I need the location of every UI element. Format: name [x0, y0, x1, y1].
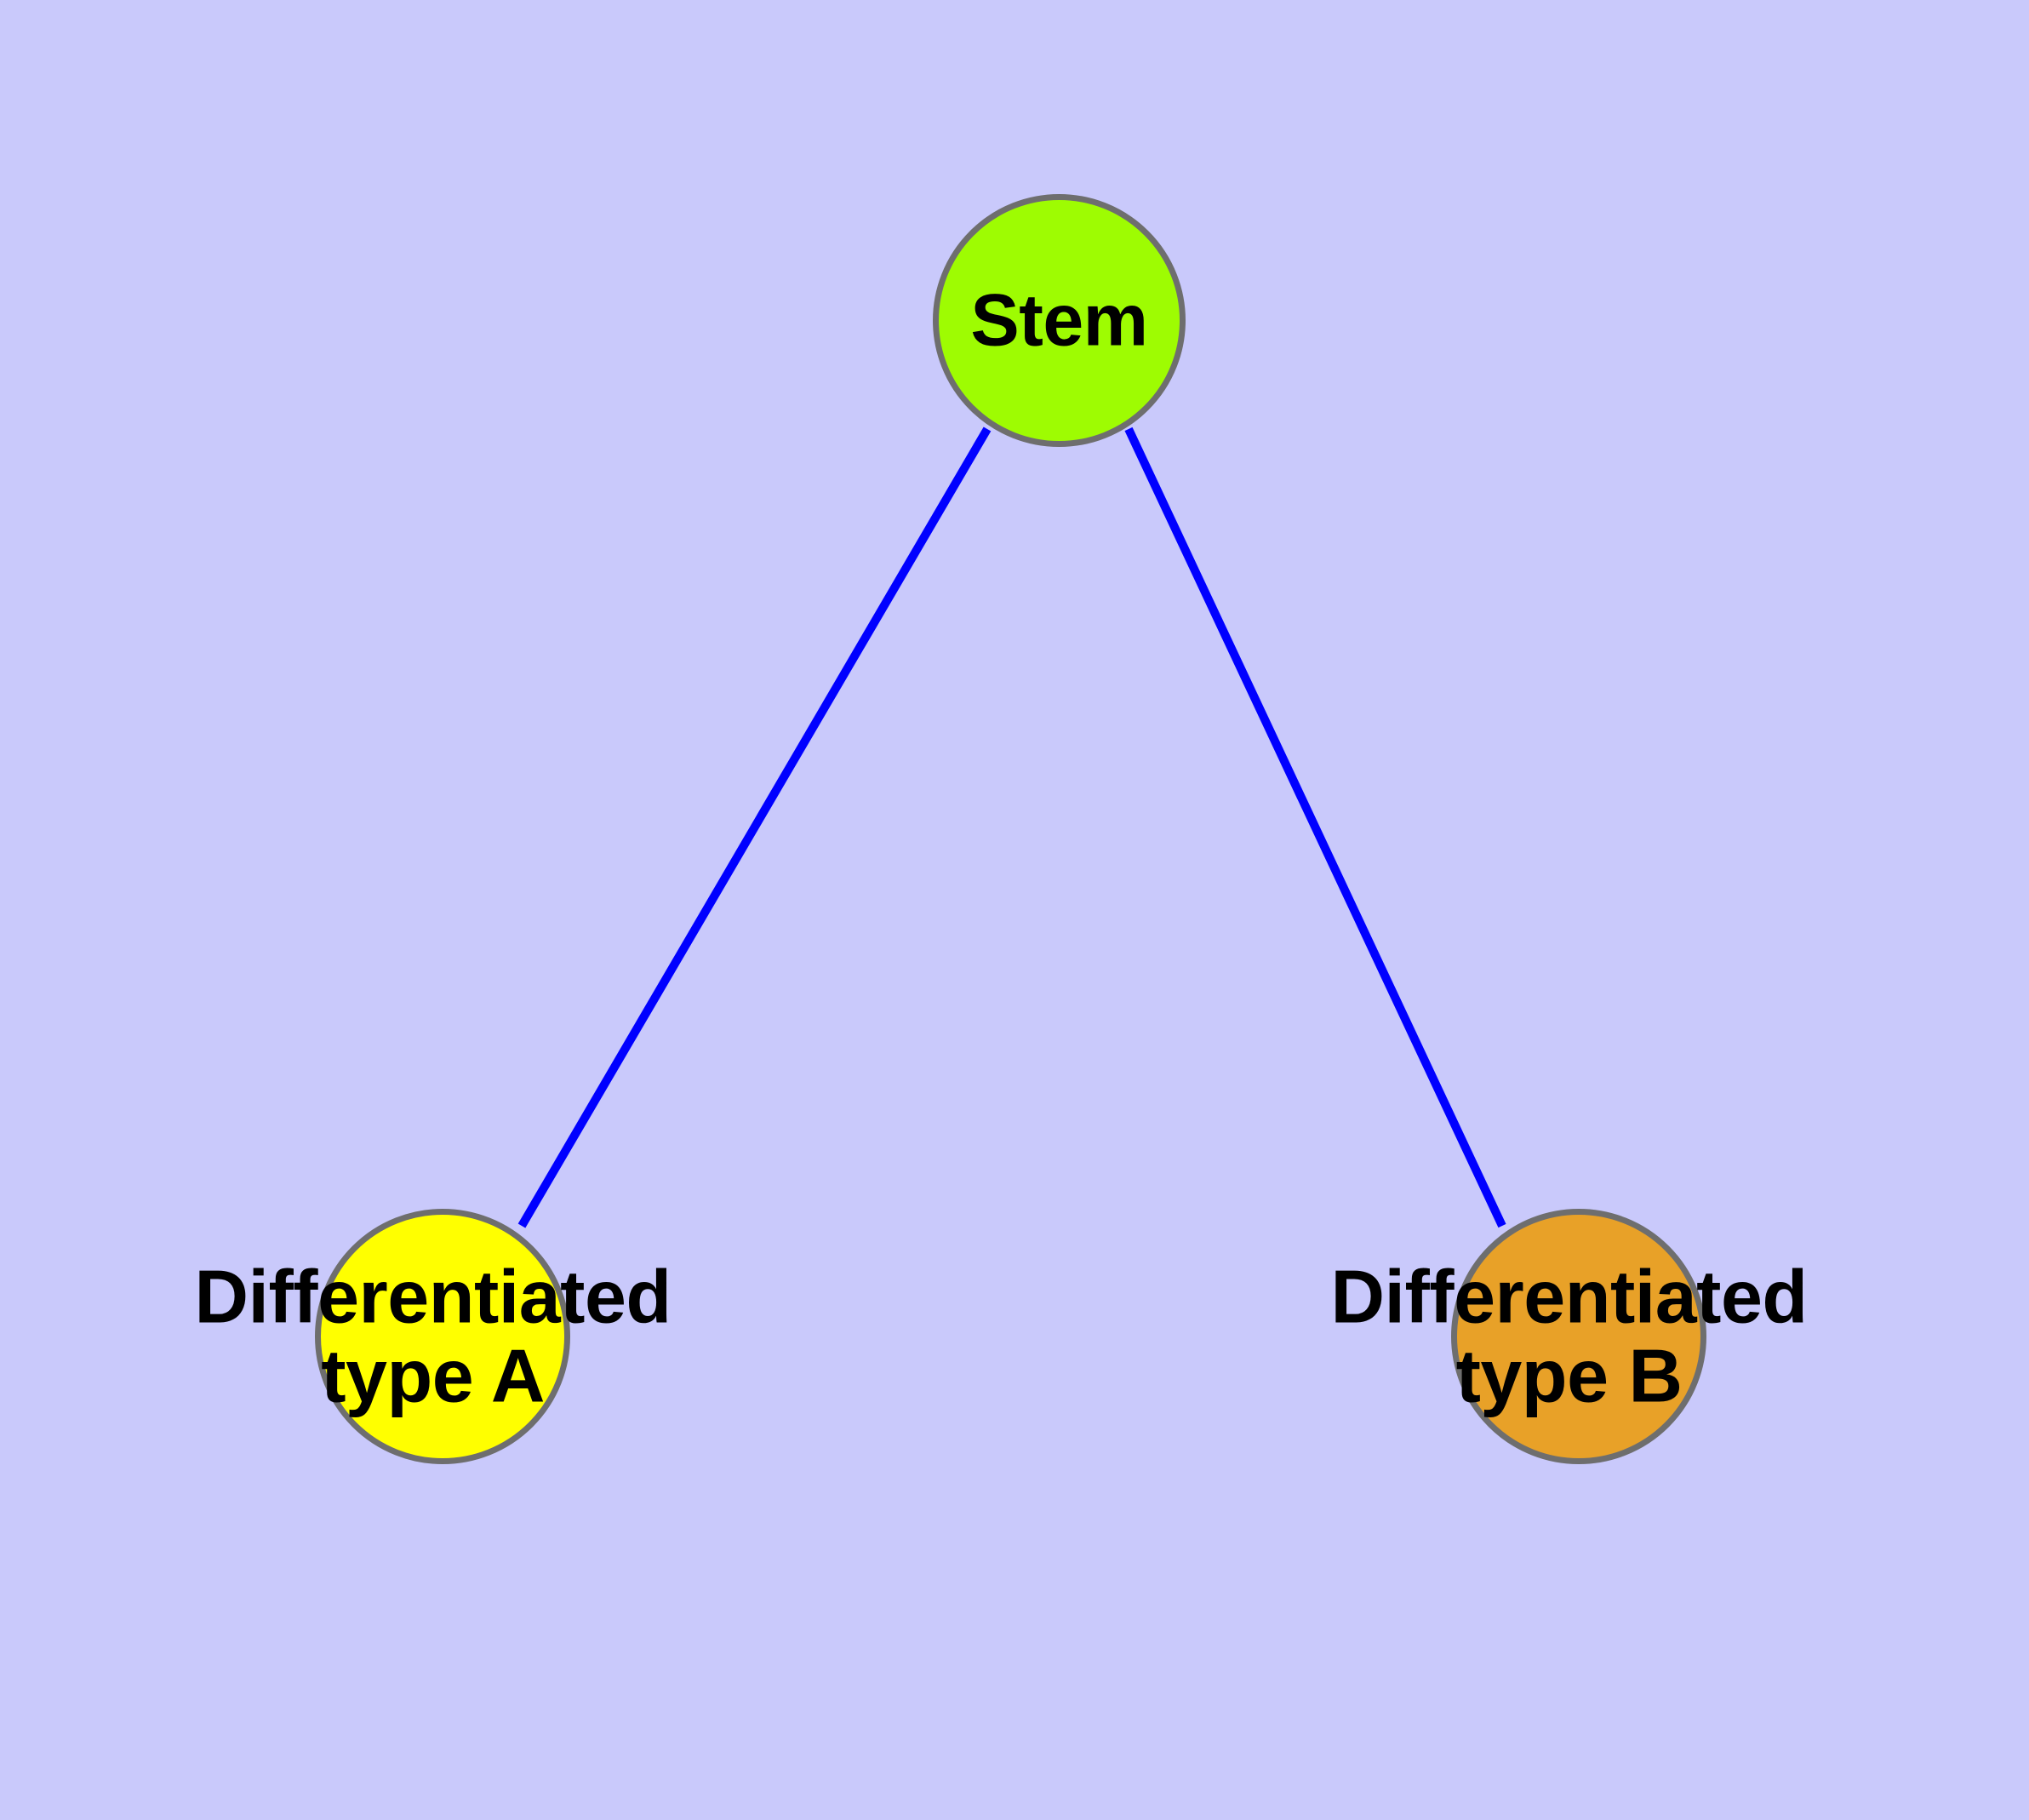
node-stem[interactable]: Stem — [933, 194, 1186, 447]
node-stem-label: Stem — [970, 278, 1148, 361]
node-differentiated-type-b-label-line-2: type B — [1455, 1334, 1683, 1418]
edge-stem-to-differentiated-type-b — [1124, 426, 1506, 1228]
edge-stem-to-differentiated-type-a — [517, 426, 992, 1228]
node-differentiated-type-a-label-line-2: type A — [321, 1334, 545, 1418]
